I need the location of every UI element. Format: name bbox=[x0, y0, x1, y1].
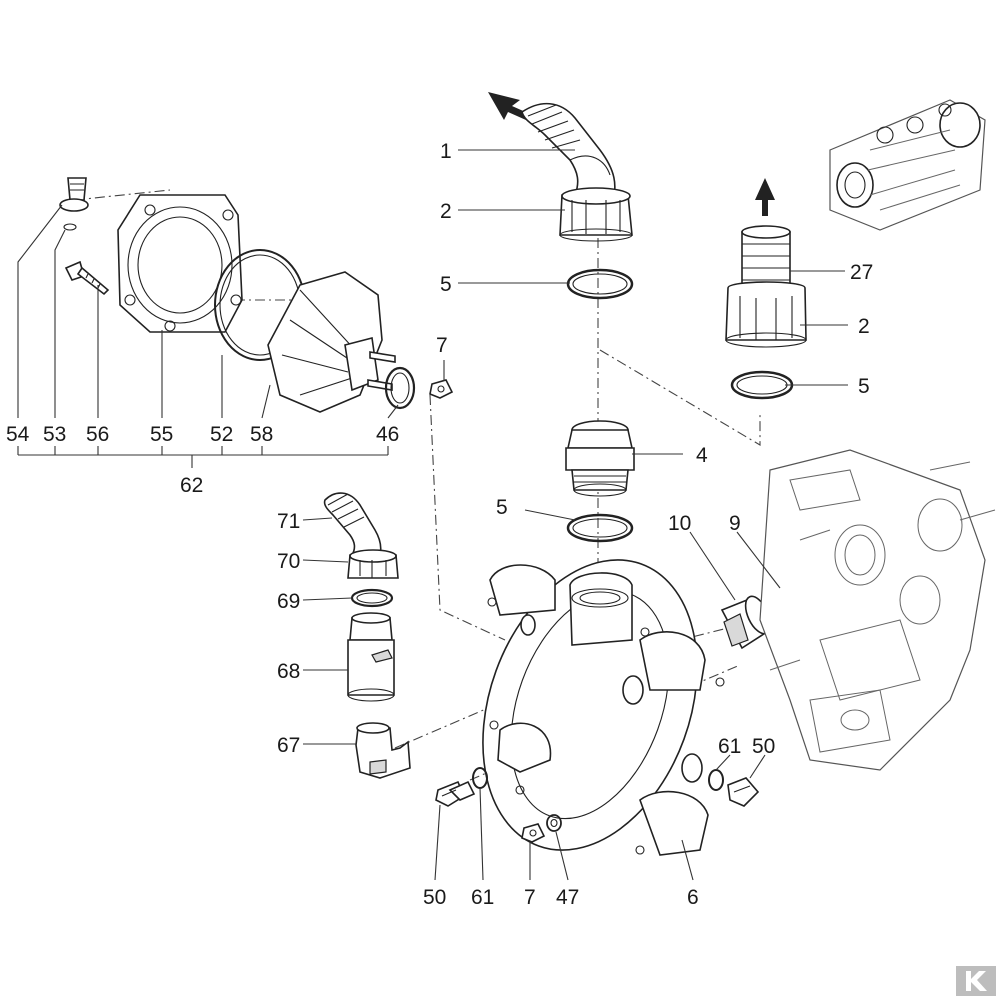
brand-logo bbox=[956, 966, 996, 996]
callout-70: 70 bbox=[277, 550, 300, 573]
part-7-nut-upper bbox=[429, 379, 454, 399]
callout-7-lower: 7 bbox=[524, 886, 536, 909]
part-7-nut-lower bbox=[521, 823, 546, 843]
part-56-bolt bbox=[64, 260, 110, 296]
callout-52: 52 bbox=[210, 423, 233, 446]
callout-53: 53 bbox=[43, 423, 66, 446]
part-61-washer-right bbox=[708, 769, 724, 791]
callout-61-left: 61 bbox=[471, 886, 494, 909]
callout-2-upper: 2 bbox=[440, 200, 452, 223]
callout-5-right: 5 bbox=[858, 375, 870, 398]
callout-7-upper: 7 bbox=[436, 334, 448, 357]
callout-2-right: 2 bbox=[858, 315, 870, 338]
callout-labels: 1 2 5 27 2 5 7 54 53 56 55 52 58 46 62 4… bbox=[6, 140, 873, 909]
part-2-union-nut-right bbox=[725, 281, 807, 348]
callout-54: 54 bbox=[6, 423, 30, 446]
callout-56: 56 bbox=[86, 423, 109, 446]
part-70-union-nut bbox=[347, 549, 399, 579]
callout-61-right: 61 bbox=[718, 735, 741, 758]
callout-55: 55 bbox=[150, 423, 173, 446]
part-50-plug-right bbox=[727, 777, 760, 807]
callout-47: 47 bbox=[556, 886, 579, 909]
callout-9: 9 bbox=[729, 512, 741, 535]
arrow-icon bbox=[488, 92, 775, 216]
part-69-o-ring bbox=[350, 588, 394, 608]
callout-27: 27 bbox=[850, 261, 873, 284]
part-5-o-ring-upper bbox=[566, 268, 634, 300]
callout-67: 67 bbox=[277, 734, 300, 757]
part-55-cover bbox=[117, 194, 243, 333]
part-58-diaphragm-housing bbox=[267, 271, 396, 413]
part-5-o-ring-center bbox=[566, 513, 634, 543]
part-27-straight-hose-tail bbox=[741, 225, 791, 293]
callout-71: 71 bbox=[277, 510, 300, 533]
part-47-washer bbox=[546, 814, 562, 832]
leader-lines bbox=[17, 149, 848, 881]
callout-58: 58 bbox=[250, 423, 273, 446]
part-46-gasket bbox=[384, 366, 416, 410]
callout-1: 1 bbox=[440, 140, 452, 163]
part-67-elbow-fitting bbox=[355, 722, 411, 779]
callout-5-upper: 5 bbox=[440, 273, 452, 296]
part-53-small-o-ring bbox=[63, 223, 77, 231]
part-68-valve-body bbox=[347, 612, 395, 702]
callout-5-center: 5 bbox=[496, 496, 508, 519]
callout-50-left: 50 bbox=[423, 886, 446, 909]
callout-62: 62 bbox=[180, 474, 203, 497]
part-4-threaded-nipple bbox=[565, 420, 635, 497]
part-6-pump-body bbox=[482, 559, 725, 856]
logo-k-mark bbox=[966, 971, 987, 991]
part-2-union-nut-upper bbox=[559, 187, 633, 242]
callout-69: 69 bbox=[277, 590, 300, 613]
pump-drive-assembly bbox=[759, 449, 996, 771]
callout-50-right: 50 bbox=[752, 735, 775, 758]
callout-6: 6 bbox=[687, 886, 699, 909]
part-54-plug bbox=[59, 177, 89, 212]
part-5-o-ring-right bbox=[730, 370, 794, 400]
part-50-plug-left bbox=[435, 780, 476, 807]
callout-46: 46 bbox=[376, 423, 399, 446]
callout-4: 4 bbox=[696, 444, 708, 467]
pump-thumbnail bbox=[829, 99, 986, 231]
callout-68: 68 bbox=[277, 660, 300, 683]
callout-10: 10 bbox=[668, 512, 691, 535]
